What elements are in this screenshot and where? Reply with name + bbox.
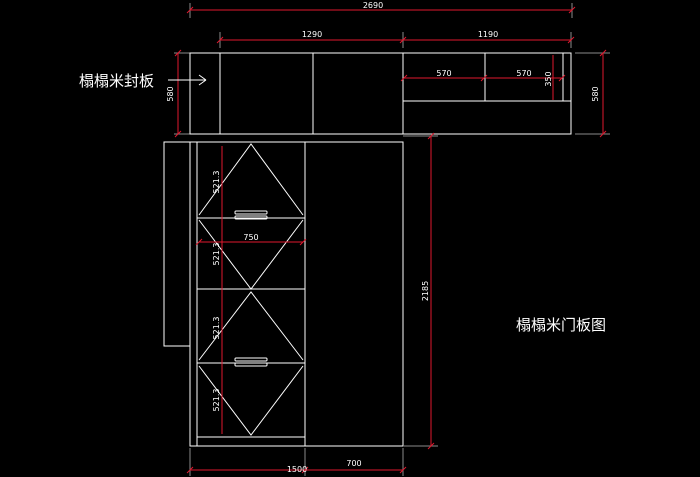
dim-door-width: 750 xyxy=(195,233,307,246)
dim-bottom-right-width-text: 700 xyxy=(346,459,361,468)
dim-top-left-width: 1290 xyxy=(216,30,407,48)
dim-bottom-right-width: 700 xyxy=(305,448,407,476)
dim-door-panel-3-text: 521.3 xyxy=(212,317,221,340)
dim-top-height-right-text: 580 xyxy=(591,86,600,101)
door-board-label: 榻榻米门板图 xyxy=(516,316,606,334)
dim-top-height-left-text: 580 xyxy=(166,86,175,101)
dim-top-left-width-text: 1290 xyxy=(302,30,322,39)
dim-top-right-width: 1190 xyxy=(403,30,575,48)
dim-shelf-height-text: 350 xyxy=(544,71,553,86)
seal-board-label: 榻榻米封板 xyxy=(79,72,154,90)
lower-cabinet xyxy=(189,141,404,447)
dim-shelf-width-b: 570 xyxy=(486,69,566,82)
dim-door-panel-2-text: 521.3 xyxy=(212,243,221,266)
dim-door-panels: 521.3 521.3 521.3 521.3 xyxy=(212,146,223,434)
upper-cabinets xyxy=(189,52,572,135)
dim-shelf-width-a-text: 570 xyxy=(436,69,451,78)
dim-top-height-right: 580 xyxy=(575,49,610,138)
dim-total-width-text: 2690 xyxy=(363,1,383,10)
side-panel xyxy=(163,141,191,347)
dim-total-width: 2690 xyxy=(186,1,576,18)
handle-upper xyxy=(234,210,268,220)
handle-lower xyxy=(234,357,268,367)
dim-shelf-width-b-text: 570 xyxy=(516,69,531,78)
arrow-right-icon xyxy=(168,74,207,86)
dim-top-height-left: 580 xyxy=(166,49,190,138)
dim-tall-height-text: 2185 xyxy=(421,281,430,301)
dim-top-right-width-text: 1190 xyxy=(478,30,498,39)
dim-door-width-text: 750 xyxy=(243,233,258,242)
door-opening-lines xyxy=(198,143,304,436)
dim-door-panel-4-text: 521.3 xyxy=(212,389,221,412)
dim-door-panel-1-text: 521.3 xyxy=(212,171,221,194)
dim-tall-height: 2185 xyxy=(403,132,438,450)
dim-bottom-left-width-text: 1500 xyxy=(287,465,307,474)
dim-shelf-width-a: 570 xyxy=(400,69,488,82)
dim-bottom-left-width: 1500 xyxy=(186,448,309,476)
dim-shelf-height: 350 xyxy=(544,55,554,100)
